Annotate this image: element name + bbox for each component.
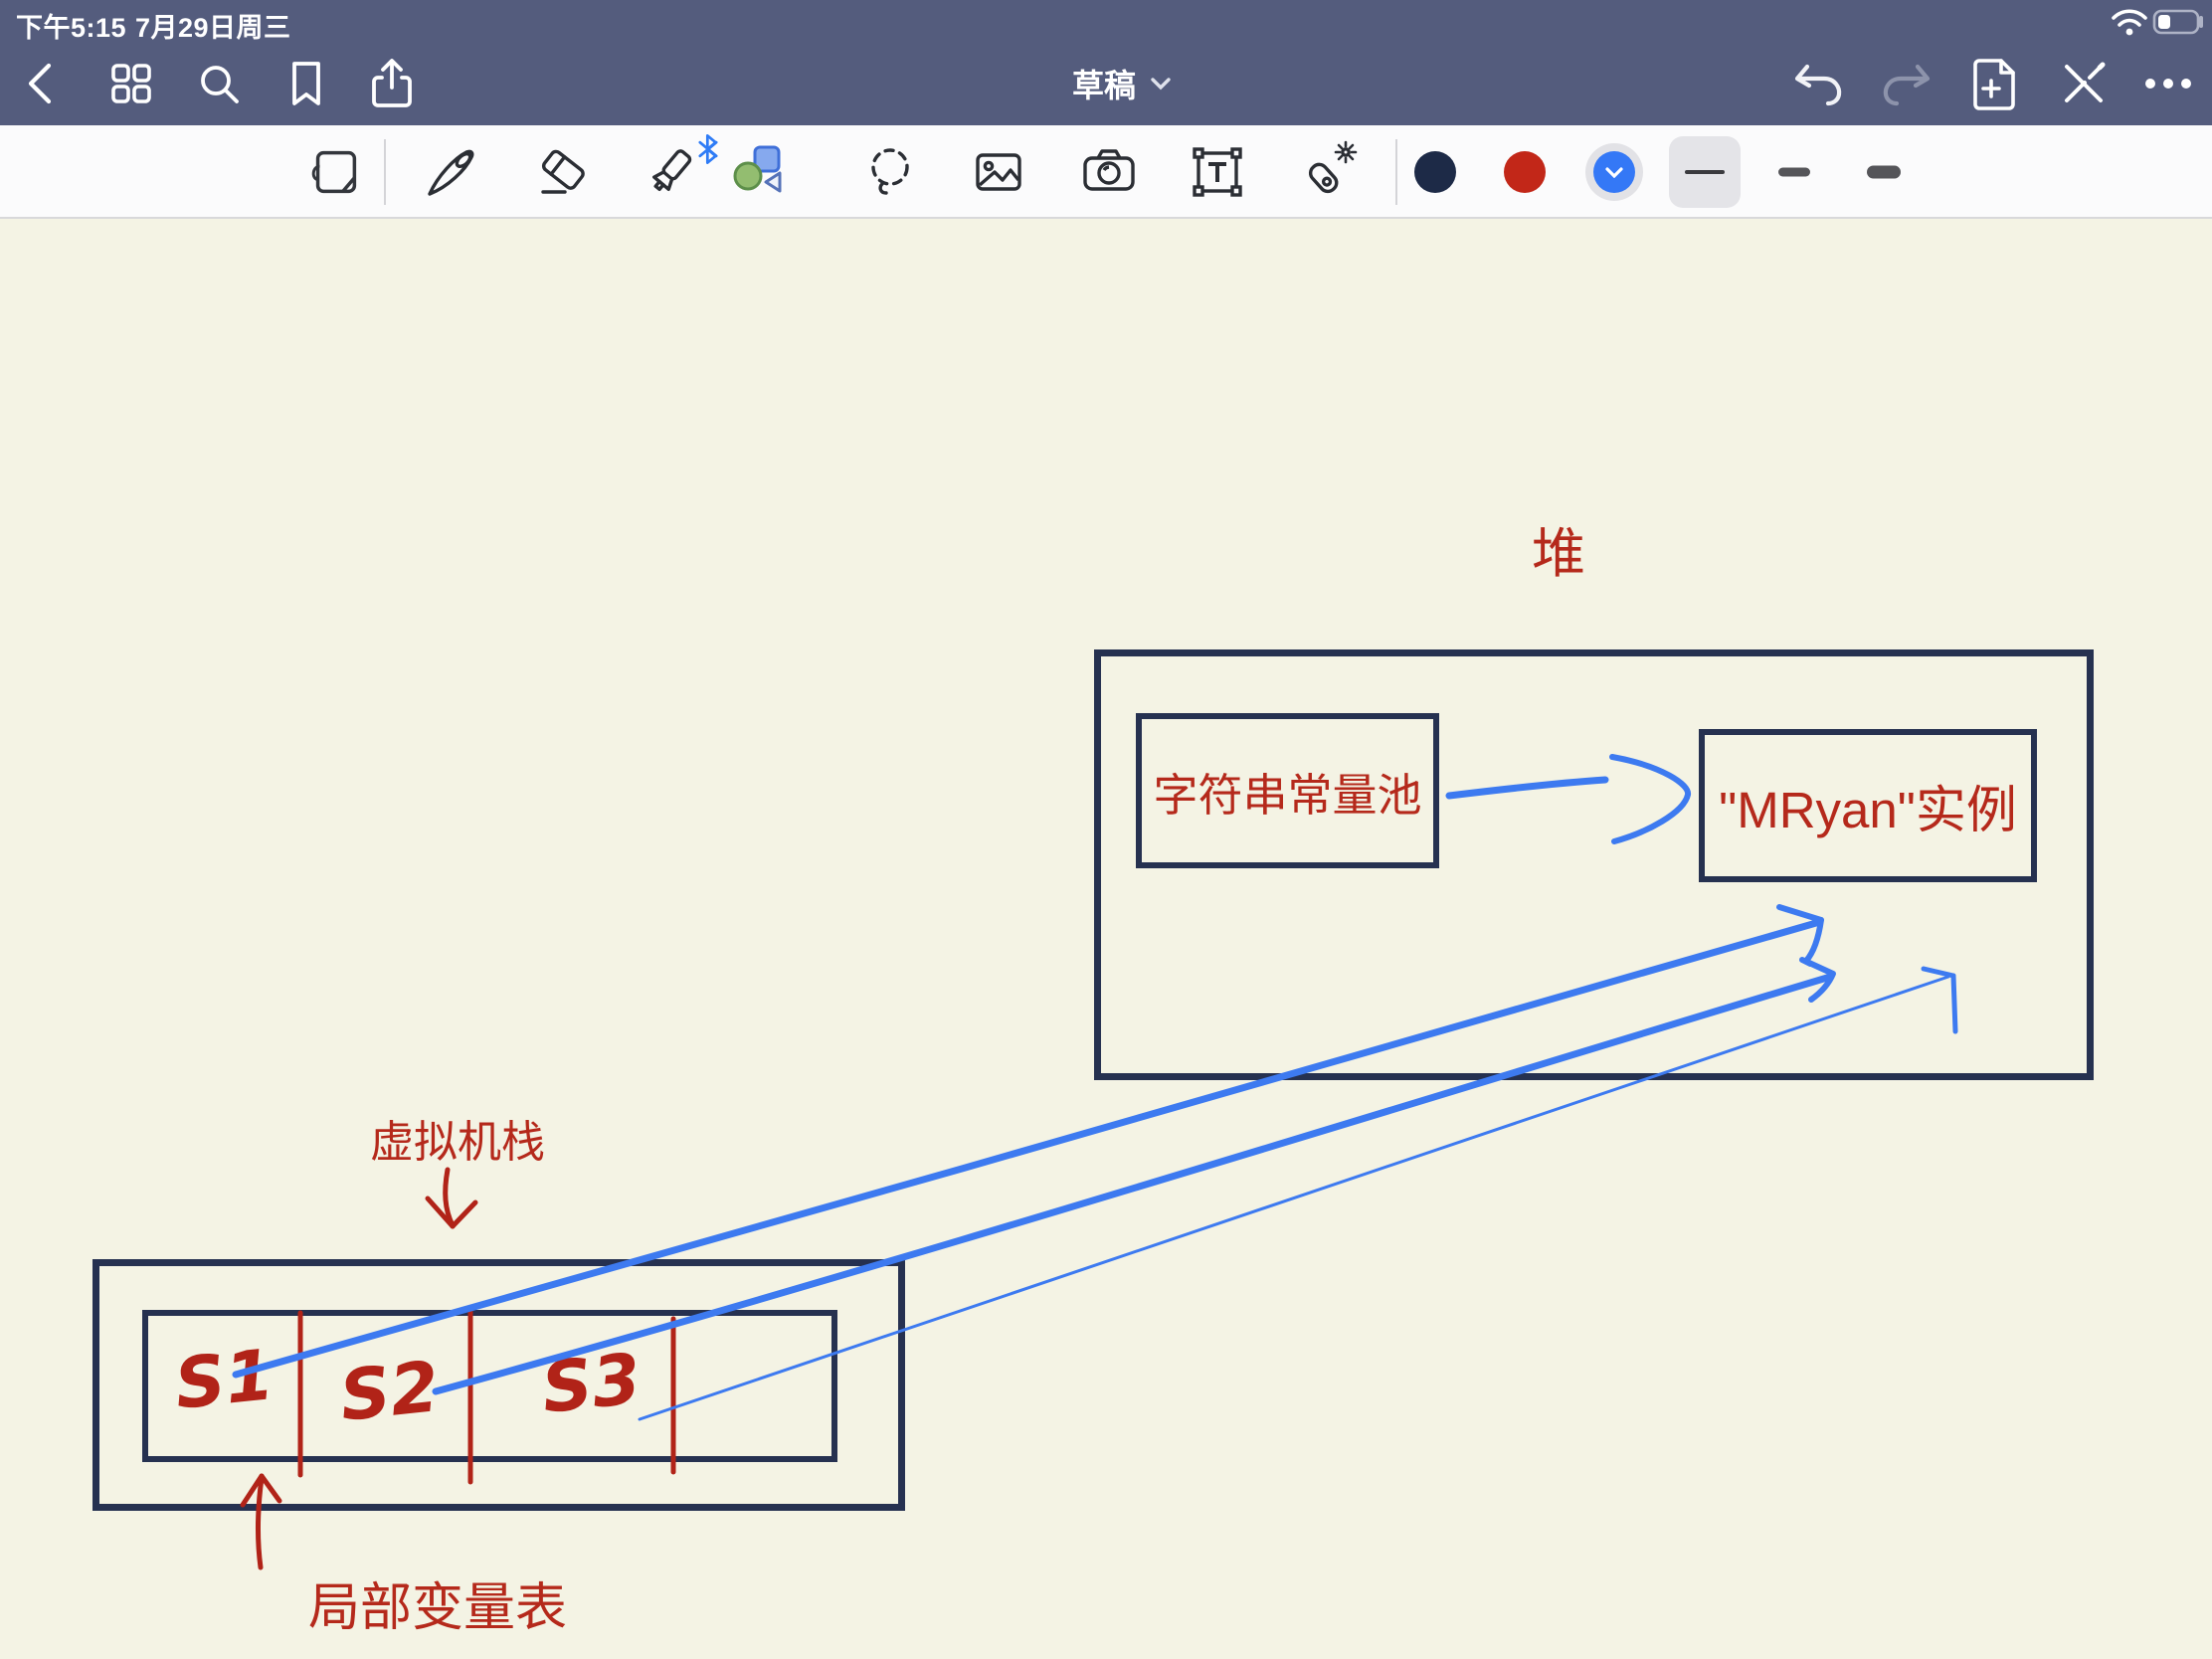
- add-page-button[interactable]: [1969, 55, 2019, 112]
- text-tool[interactable]: [1185, 139, 1250, 205]
- local-variable-table-label: 局部变量表: [308, 1579, 568, 1637]
- back-button[interactable]: [19, 58, 63, 109]
- chevron-down-icon: [1151, 78, 1171, 91]
- lasso-tool[interactable]: [858, 139, 924, 205]
- ink-color-blue-selected[interactable]: [1585, 143, 1643, 201]
- string-pool-box: 字符串常量池: [1136, 713, 1439, 868]
- status-date: 7月29日周三: [135, 13, 291, 43]
- insert-image-tool[interactable]: [966, 139, 1031, 205]
- undo-button[interactable]: [1791, 59, 1845, 108]
- pen-tool[interactable]: [419, 139, 484, 205]
- mryan-instance-label: "MRyan"实例: [1719, 782, 2017, 838]
- document-title-menu[interactable]: 草稿: [1072, 61, 1172, 106]
- stroke-width-thick[interactable]: [1867, 165, 1901, 179]
- string-pool-label: 字符串常量池: [1153, 769, 1422, 821]
- camera-tool[interactable]: [1076, 139, 1142, 205]
- shapes-tool[interactable]: [725, 139, 791, 205]
- bluetooth-icon: [697, 134, 719, 164]
- top-navigation-bar: 下午5:15 7月29日周三: [0, 0, 2212, 125]
- stroke-width-thin-selected[interactable]: [1669, 136, 1741, 208]
- eraser-tool[interactable]: [531, 139, 597, 205]
- toolbar-divider: [384, 139, 386, 205]
- more-options-button[interactable]: [2141, 75, 2195, 92]
- redo-button[interactable]: [1880, 59, 1934, 108]
- ink-color-red[interactable]: [1504, 151, 1546, 193]
- stack-slot-s1: S1: [170, 1334, 278, 1425]
- battery-icon: [2152, 7, 2208, 37]
- page-tools-icon[interactable]: [304, 141, 366, 203]
- bookmark-button[interactable]: [284, 58, 328, 109]
- pages-overview-button[interactable]: [106, 59, 156, 108]
- stack-slot-s2: S2: [335, 1346, 444, 1437]
- tool-bar: [0, 125, 2212, 219]
- highlighter-tool[interactable]: [639, 139, 704, 205]
- ink-color-navy[interactable]: [1414, 151, 1456, 193]
- share-button[interactable]: [368, 56, 416, 111]
- laser-pointer-tool[interactable]: [1294, 139, 1364, 205]
- status-time: 下午5:15: [16, 13, 127, 43]
- stack-slot-s3: S3: [537, 1338, 645, 1429]
- toolbar-divider: [1395, 139, 1397, 205]
- mryan-instance-box: "MRyan"实例: [1699, 729, 2037, 882]
- heap-label: 堆: [1532, 524, 1585, 584]
- stroke-width-medium[interactable]: [1778, 167, 1810, 177]
- pencil-disable-icon[interactable]: [2059, 59, 2109, 108]
- search-button[interactable]: [194, 59, 244, 108]
- chevron-down-icon: [1605, 166, 1623, 178]
- vm-stack-label: 虚拟机栈: [370, 1118, 545, 1167]
- wifi-icon: [2110, 6, 2149, 38]
- document-title: 草稿: [1071, 68, 1137, 103]
